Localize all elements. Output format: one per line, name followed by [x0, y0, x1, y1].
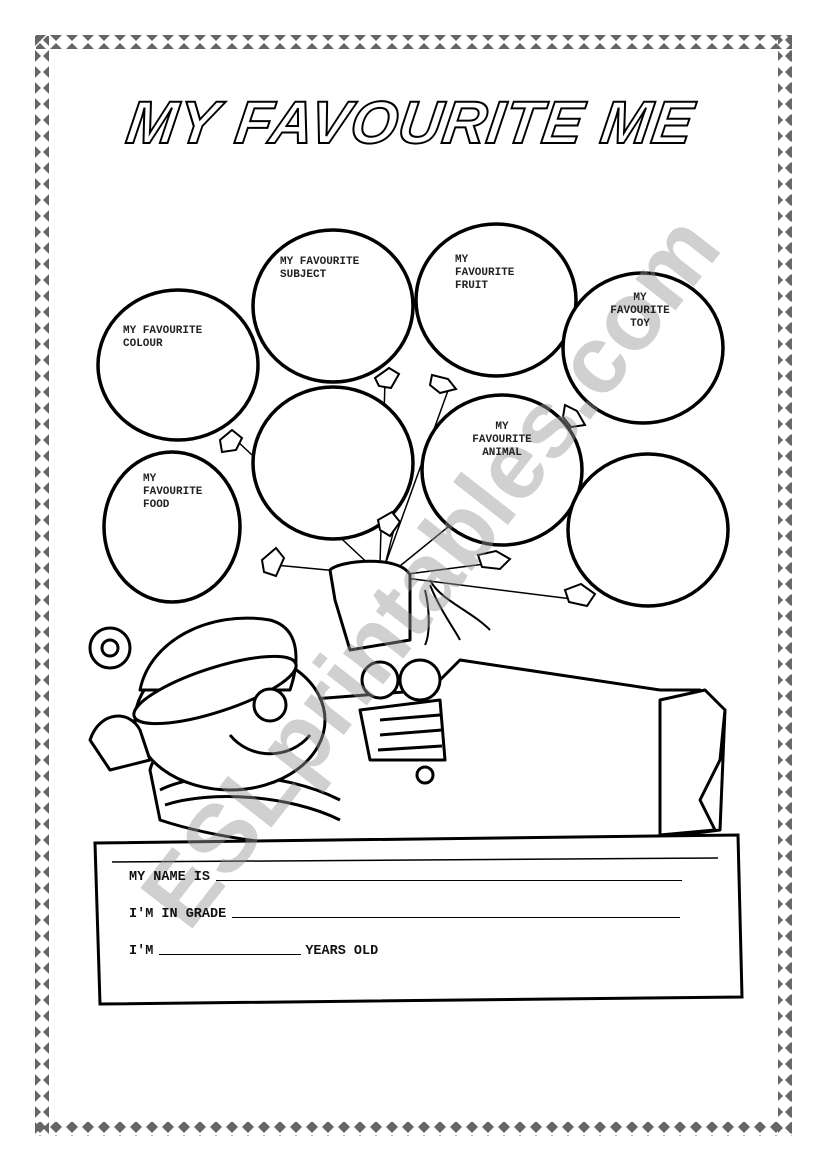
balloon-label-colour: MY FAVOURITE COLOUR [123, 325, 203, 350]
balloon-knots [218, 366, 597, 608]
grade-label: I'M IN GRADE [129, 907, 227, 922]
balloon-blank-left [251, 385, 415, 541]
balloon-toy [561, 271, 725, 425]
age-suffix: YEARS OLD [305, 944, 379, 959]
grade-row: I'M IN GRADE [129, 907, 681, 922]
age-prefix: I'M [129, 944, 154, 959]
balloon-label-food: MY FAVOURITE FOOD [143, 473, 203, 511]
age-row: I'M YEARS OLD [129, 944, 378, 959]
balloon-label-fruit: MY FAVOURITE FRUIT [455, 254, 515, 292]
balloon-food [102, 450, 242, 604]
page-title: MY FAVOURITE ME [122, 88, 700, 157]
balloon-fruit [414, 222, 578, 378]
balloon-label-toy: MY FAVOURITE TOY [610, 292, 670, 330]
balloons [96, 222, 730, 608]
info-box [93, 833, 744, 1006]
balloon-label-animal: MY FAVOURITE ANIMAL [472, 421, 532, 459]
diamond-border [35, 35, 792, 1136]
balloon-label-subject: MY FAVOURITE SUBJECT [280, 256, 360, 281]
balloon-animal [420, 393, 584, 547]
age-blank[interactable] [159, 954, 302, 955]
balloon-subject [251, 228, 415, 384]
name-blank[interactable] [216, 880, 683, 881]
balloon-colour [96, 288, 260, 442]
clown-illustration [88, 559, 727, 852]
balloon-blank-right [566, 452, 730, 608]
name-row: MY NAME IS [129, 870, 683, 885]
name-label: MY NAME IS [129, 870, 211, 885]
grade-blank[interactable] [232, 917, 681, 918]
